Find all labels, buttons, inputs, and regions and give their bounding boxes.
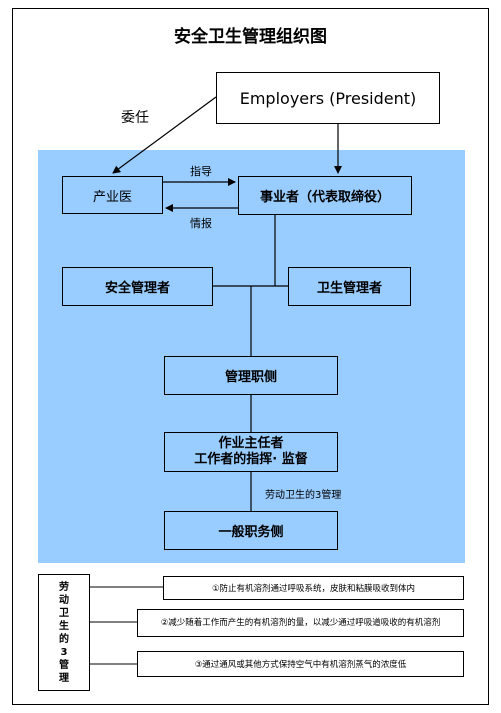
work-chief-label-line1: 作业主任者 — [218, 436, 284, 451]
legend-char: 3 — [60, 646, 68, 658]
safety-manager-label: 安全管理者 — [104, 281, 170, 296]
legend-item-3-text: ③通过通风或其他方式保持空气中有机溶剂蒸气的浓度低 — [194, 660, 407, 670]
hygiene-manager-box: 卫生管理者 — [288, 267, 411, 306]
legend-item-1-text: ①防止有机溶剂通过呼吸系统，皮肤和粘膜吸收到体内 — [211, 584, 416, 594]
legend-item-3: ③通过通风或其他方式保持空气中有机溶剂蒸气的浓度低 — [137, 651, 464, 677]
general-staff-box: 一般职务侧 — [164, 511, 338, 550]
general-staff-label: 一般职务侧 — [218, 525, 284, 540]
legend-char: 理 — [59, 672, 69, 684]
employers-label: Employers (President) — [239, 88, 417, 108]
management-side-box: 管理职侧 — [164, 356, 338, 395]
safety-manager-box: 安全管理者 — [62, 267, 213, 306]
legend-char: 管 — [59, 659, 69, 671]
legend-char: 的 — [59, 633, 69, 645]
information-label: 情报 — [190, 217, 212, 230]
guidance-label: 指导 — [190, 165, 212, 178]
legend-char: 动 — [59, 594, 69, 606]
legend-char: 卫 — [59, 607, 69, 619]
legend-item-2-text: ②减少随着工作而产生的有机溶剂的量，以减少通过呼吸道吸收的有机溶剂 — [160, 618, 441, 628]
hygiene-manager-label: 卫生管理者 — [316, 281, 382, 296]
legend-char: 生 — [59, 620, 69, 632]
business-operator-box: 事业者（代表取缔役） — [238, 176, 412, 215]
employers-box: Employers (President) — [216, 72, 440, 124]
doctor-label: 产业医 — [92, 189, 132, 205]
diagram-frame — [12, 8, 489, 705]
legend-char: 劳 — [59, 581, 69, 593]
work-chief-box: 作业主任者 工作者的指挥· 监督 — [164, 432, 338, 472]
business-operator-label: 事业者（代表取缔役） — [259, 190, 390, 205]
doctor-box: 产业医 — [62, 176, 163, 214]
legend-label-box: 劳 动 卫 生 的 3 管 理 — [38, 574, 90, 691]
management-side-label: 管理职侧 — [224, 370, 277, 385]
entrust-label: 委任 — [121, 110, 149, 126]
legend-item-2: ②减少随着工作而产生的有机溶剂的量，以减少通过呼吸道吸收的有机溶剂 — [137, 609, 464, 637]
three-management-label: 劳动卫生的3管理 — [265, 490, 342, 501]
legend-item-1: ①防止有机溶剂通过呼吸系统，皮肤和粘膜吸收到体内 — [163, 576, 464, 600]
page-title: 安全卫生管理组织图 — [174, 27, 327, 47]
work-chief-label-line2: 工作者的指挥· 监督 — [194, 452, 308, 467]
